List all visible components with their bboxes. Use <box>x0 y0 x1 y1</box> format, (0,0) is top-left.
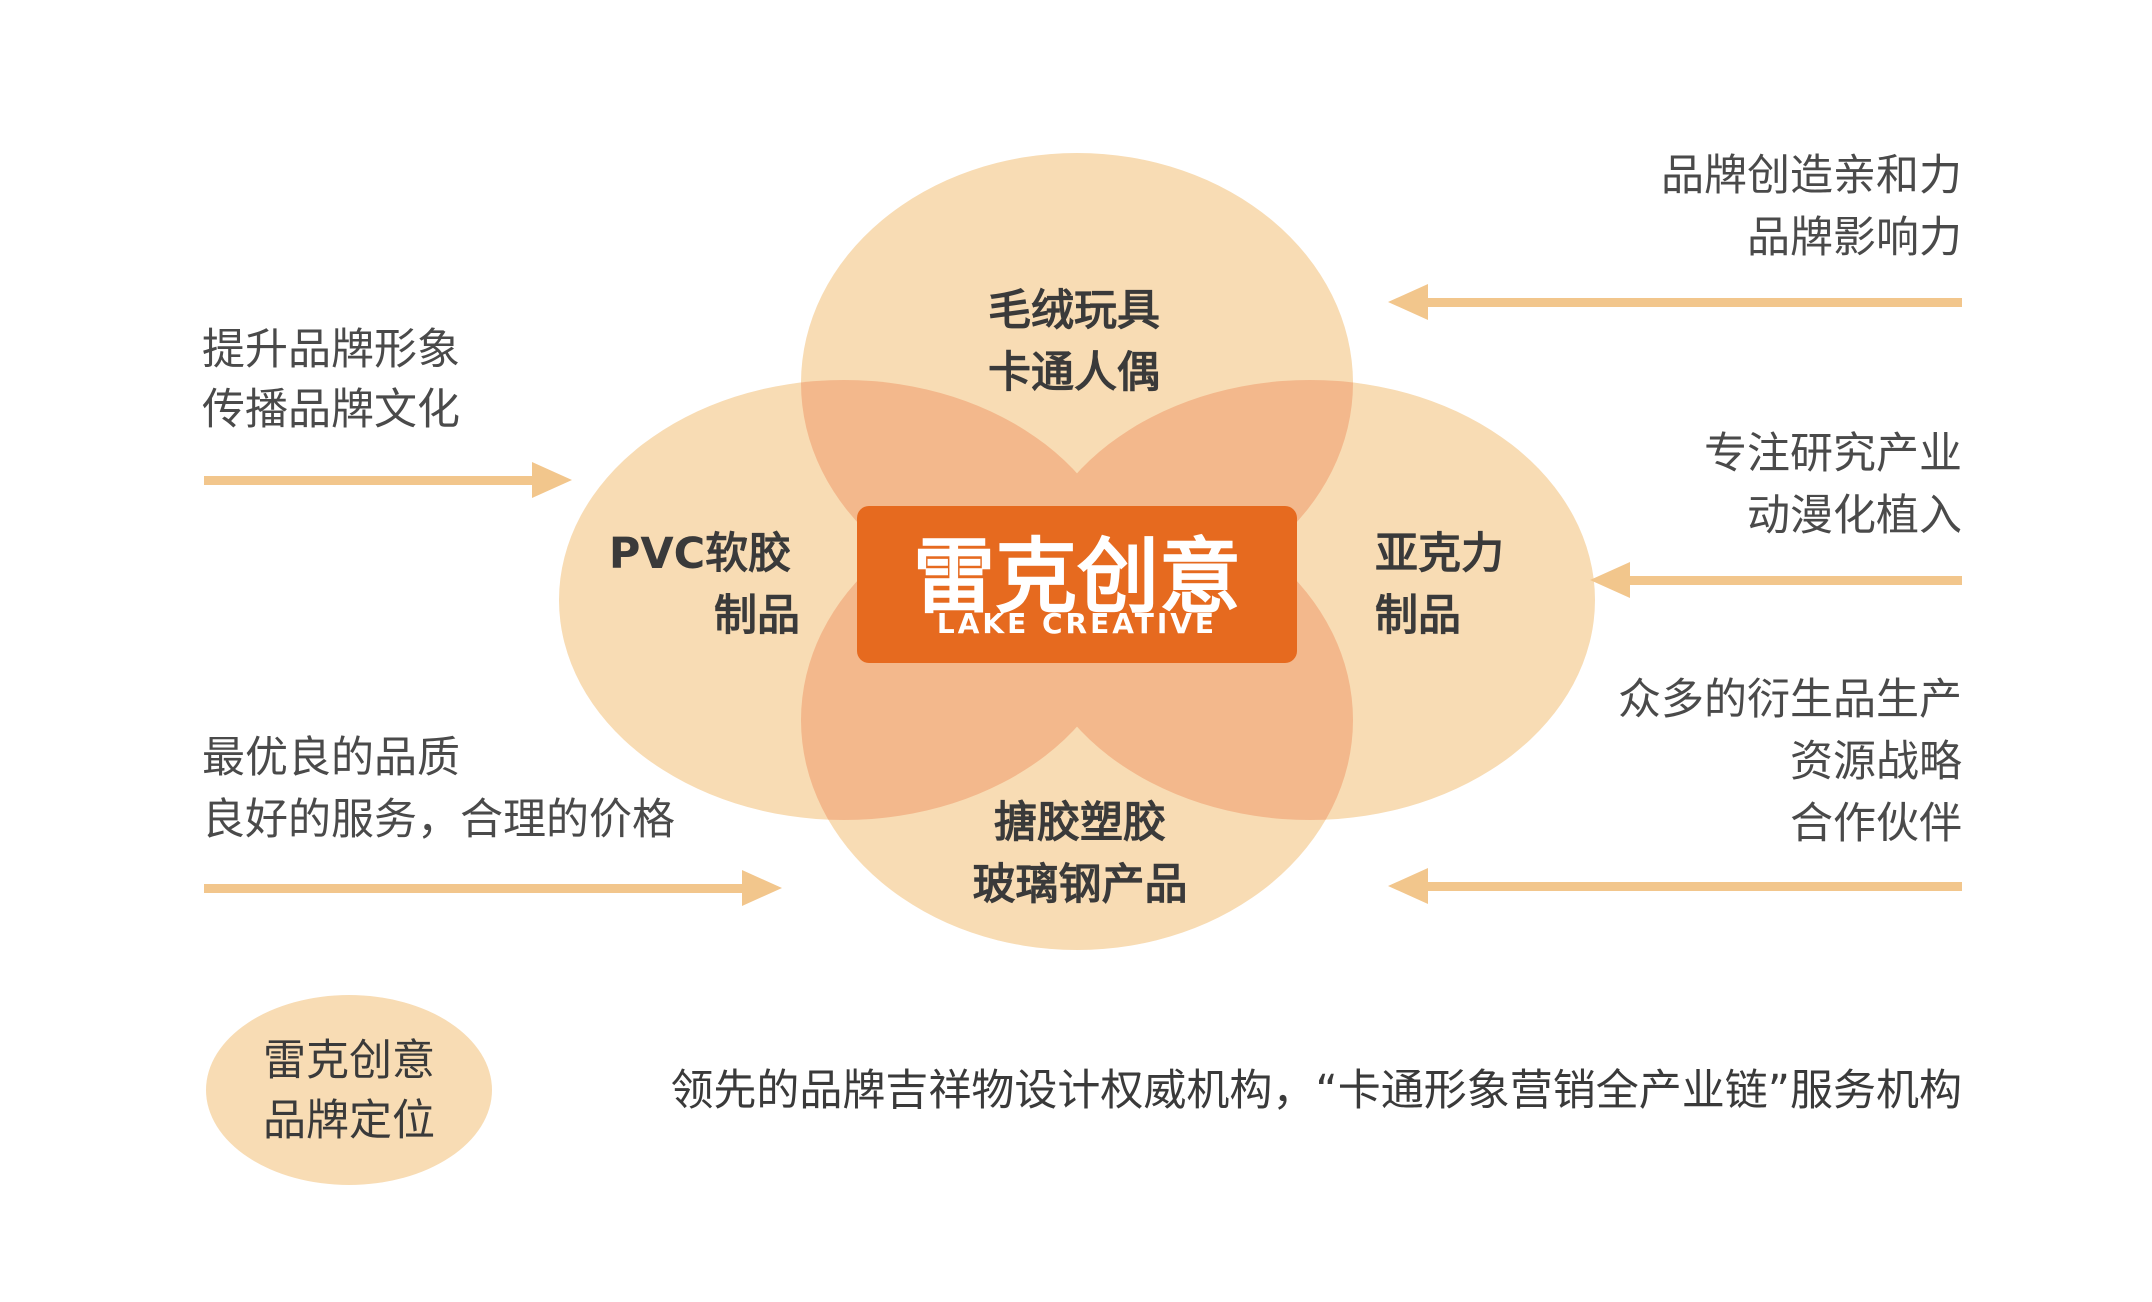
logo-chinese-text: 雷克创意 <box>913 530 1241 625</box>
right-bottom-note-2: 资源战略 <box>1790 737 1962 787</box>
right-middle-note-1: 专注研究产业 <box>1704 429 1962 479</box>
right-bottom-arrow <box>1388 868 1962 904</box>
right-bottom-note-1: 众多的衍生品生产 <box>1618 675 1962 725</box>
right-top-arrow <box>1388 284 1962 320</box>
petal-top-label-1: 毛绒玩具 <box>988 286 1160 336</box>
petal-bottom-label-1: 搪胶塑胶 <box>994 798 1166 848</box>
positioning-badge <box>206 995 492 1185</box>
right-top-note-2: 品牌影响力 <box>1747 213 1962 263</box>
logo-english-text: LAKE CREATIVE <box>937 607 1217 640</box>
positioning-statement: 领先的品牌吉祥物设计权威机构，“卡通形象营销全产业链”服务机构 <box>670 1066 1962 1116</box>
petal-bottom-label-2: 玻璃钢产品 <box>973 860 1188 910</box>
overlap-bottom-left <box>801 490 1129 820</box>
left-upper-note-1: 提升品牌形象 <box>202 325 460 375</box>
petal-left-label-1: PVC软胶 <box>609 529 791 579</box>
left-lower-note-2: 良好的服务，合理的价格 <box>202 795 675 845</box>
right-middle-note-2: 动漫化植入 <box>1747 491 1962 541</box>
petal-left-label-2: 制品 <box>714 591 800 641</box>
left-lower-arrow <box>204 870 782 906</box>
right-bottom-note-3: 合作伙伴 <box>1790 799 1962 849</box>
petal-right-label-2: 制品 <box>1375 591 1461 641</box>
petal-right-label-1: 亚克力 <box>1375 529 1504 579</box>
left-upper-note-2: 传播品牌文化 <box>202 385 460 435</box>
right-middle-arrow <box>1590 562 1962 598</box>
left-upper-arrow <box>204 462 572 498</box>
right-top-note-1: 品牌创造亲和力 <box>1661 151 1962 201</box>
petal-top-label-2: 卡通人偶 <box>988 348 1160 398</box>
overlap-bottom-right <box>1025 490 1353 820</box>
positioning-badge-line-1: 雷克创意 <box>263 1036 435 1086</box>
left-lower-note-1: 最优良的品质 <box>202 733 460 783</box>
positioning-badge-line-2: 品牌定位 <box>263 1096 435 1146</box>
center-logo-box <box>857 506 1297 663</box>
